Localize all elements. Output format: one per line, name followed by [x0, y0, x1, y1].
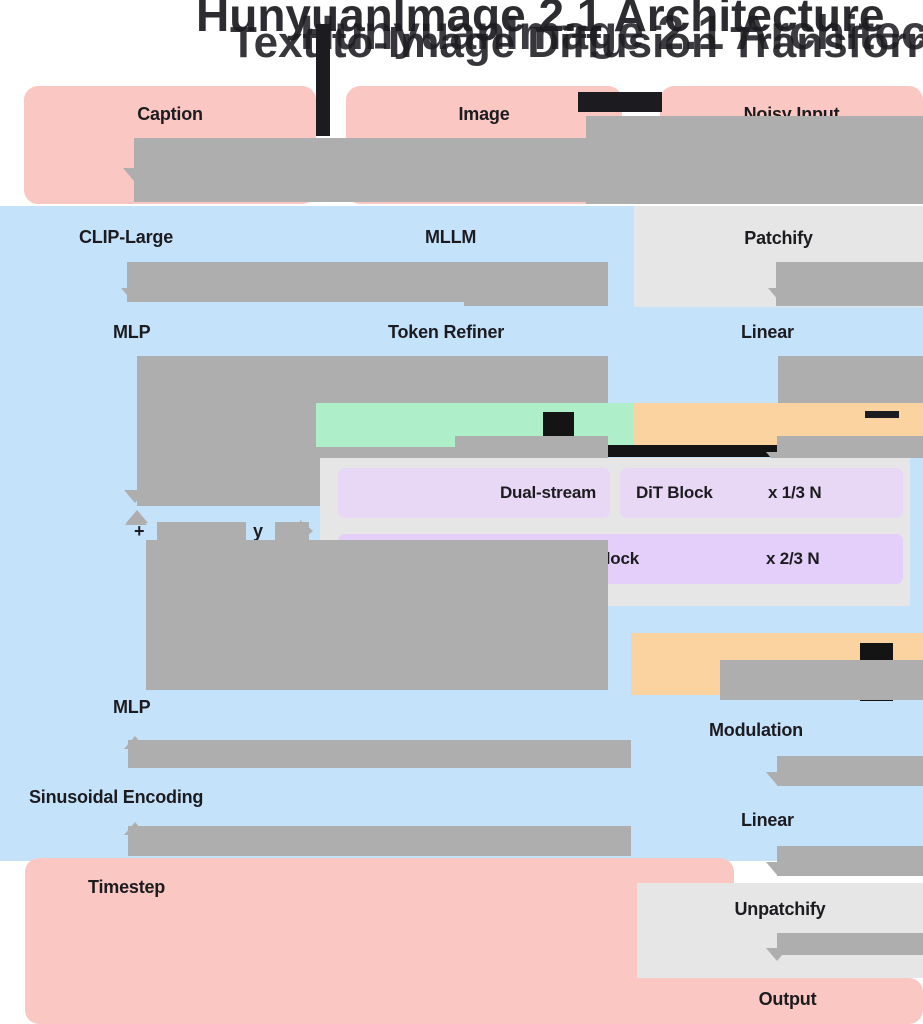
diagram-subtitle: Text-to-Image Diffusion Transformer — [230, 18, 923, 67]
patchify-label: Patchify — [744, 228, 813, 248]
arrow-patchify-to-linear-head — [768, 288, 790, 301]
caption-top-stem — [316, 24, 330, 136]
arrow-time-embed-head — [125, 512, 147, 525]
arrow-orange-to-dit-shaft — [777, 436, 923, 458]
arrow-mlp-time-shaft — [128, 740, 631, 768]
mllm-label: MLLM — [425, 227, 477, 247]
dual-stream-block-left[interactable]: Dual-stream — [338, 468, 610, 518]
y-label: y — [253, 521, 263, 541]
sinusoidal-label: Sinusoidal Encoding — [29, 787, 204, 807]
dual-stream-block-label: DiT Block — [636, 483, 713, 502]
linear-in-label: Linear — [741, 322, 794, 342]
arrow-unpatchify-to-output-head — [766, 948, 788, 961]
arrow-noisy-to-patchify-head — [766, 190, 788, 203]
image-stream-dash-icon — [865, 411, 899, 418]
dual-stream-label: Dual-stream — [499, 483, 596, 502]
unpatchify-label: Unpatchify — [734, 899, 826, 919]
arrow-modulation-to-linear-head — [766, 772, 788, 785]
title-artifact: HunyuanImage 2.1 Architecture Text-to-Im… — [0, 0, 923, 84]
arrow-green-to-dit-shaft — [455, 436, 608, 458]
arrow-y-head — [300, 520, 313, 542]
input-image-label: Image — [458, 104, 510, 124]
mlp-text-label: MLP — [113, 322, 151, 342]
arrow-sinusoidal-shaft — [128, 826, 631, 856]
arrow-clip-to-mlp-head — [121, 288, 143, 301]
dual-stream-count-label: x 1/3 N — [768, 483, 822, 502]
arrow-linear-out-head — [766, 862, 788, 875]
output-box[interactable]: Output — [652, 978, 923, 1024]
token-refiner-label: Token Refiner — [388, 322, 505, 342]
single-stream-count-label: x 2/3 N — [766, 549, 820, 568]
diagram-title: HunyuanImage 2.1 Architecture — [196, 0, 885, 41]
linear-out-label: Linear — [741, 810, 794, 830]
arrow-mllm-to-refiner-shaft — [464, 262, 608, 306]
unpatchify-box[interactable]: Unpatchify — [637, 883, 923, 978]
noisy-input-artifact — [578, 92, 662, 112]
plus-label: + — [134, 521, 145, 541]
arrow-modulation-to-linear-shaft — [777, 756, 923, 786]
modulation-label: Modulation — [709, 720, 803, 740]
arrow-patchify-to-linear-shaft — [776, 262, 923, 306]
mlp-time-label: MLP — [113, 697, 151, 717]
arrow-unpatchify-to-output-shaft — [777, 933, 923, 955]
arrow-image-to-mllm-head — [455, 186, 477, 199]
arrow-noisy-to-patchify-shaft — [586, 116, 923, 204]
dual-stream-block-right[interactable]: DiT Block x 1/3 N — [620, 468, 903, 518]
arrow-mlp-block-head — [124, 490, 146, 503]
input-caption-label: Caption — [137, 104, 203, 124]
arrow-sinusoidal-head — [124, 822, 146, 835]
arrow-linear-out-shaft — [777, 846, 923, 876]
output-label: Output — [758, 989, 817, 1009]
diagram-title-echo: HunyuanImage 2.1 Architecture — [300, 7, 923, 60]
arrow-time-embed-column — [146, 540, 608, 690]
input-timestep-box[interactable]: Timestep — [25, 858, 734, 1024]
clip-large-label: CLIP-Large — [79, 227, 174, 247]
arrow-modulation-in-shaft — [720, 660, 923, 700]
input-timestep-label: Timestep — [88, 877, 166, 897]
arrow-mlp-time-head — [124, 736, 146, 749]
